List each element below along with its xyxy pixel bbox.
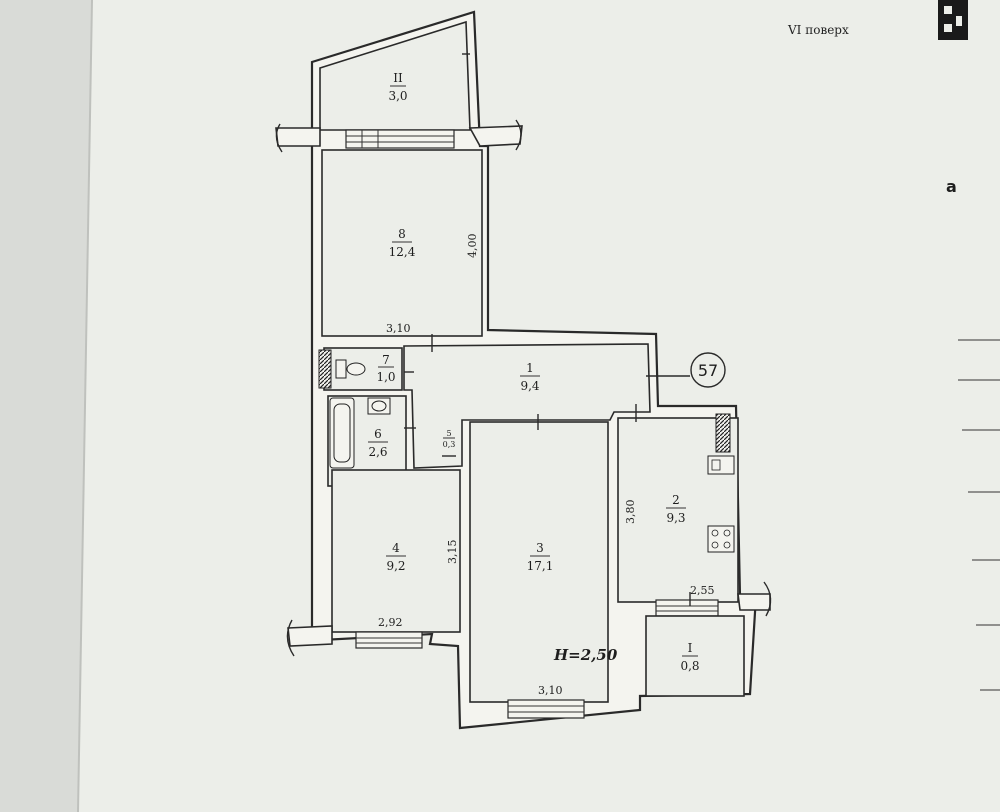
room-area-I: 0,8 (680, 659, 699, 673)
sink-icon (367, 397, 391, 415)
room-id-I: I (688, 641, 693, 655)
room-id-1: 1 (526, 361, 534, 375)
window-room-2 (655, 599, 719, 617)
room-id-5: 5 (446, 429, 451, 438)
dim-room8-width: 3,10 (386, 322, 411, 335)
room-area-3: 17,1 (527, 559, 554, 573)
room-area-4: 9,2 (386, 559, 405, 573)
room-area-6: 2,6 (368, 445, 387, 459)
room-area-7: 1,0 (376, 370, 395, 384)
apartment-plan: 57 II 3,0 8 12,4 7 1,0 1 9,4 6 2,6 5 (275, 10, 772, 730)
room-area-2: 9,3 (666, 511, 685, 525)
room-id-2: 2 (672, 493, 680, 507)
room-8 (321, 149, 483, 337)
left-page (0, 0, 92, 812)
break-mark-right-bottom (763, 581, 772, 617)
room-area-8: 12,4 (389, 245, 416, 259)
break-mark-right-top (515, 119, 522, 151)
break-mark-left-top (275, 123, 283, 153)
dim-room2-width: 2,55 (690, 584, 715, 597)
window-room-3 (507, 699, 585, 719)
room-label-3: 3 17,1 (527, 541, 554, 573)
room-area-II: 3,0 (388, 89, 407, 103)
room-label-1: 1 9,4 (520, 361, 540, 393)
room-id-6: 6 (374, 427, 382, 441)
room-label-8: 8 12,4 (389, 227, 416, 259)
break-mark-left-bottom (286, 619, 295, 657)
wall-stub-left-top (275, 127, 321, 147)
apartment-number-marker (690, 352, 726, 388)
floor-label: VI поверх (787, 23, 849, 37)
room-label-I: I 0,8 (680, 641, 699, 673)
dim-room3-width: 3,10 (538, 684, 563, 697)
vent-shaft-kitchen (715, 413, 731, 453)
wall-stub-right-top (468, 125, 523, 147)
room-label-5: 5 0,3 (443, 429, 456, 449)
room-id-4: 4 (392, 541, 400, 555)
room-balcony-II (319, 20, 471, 131)
apartment-number: 57 (698, 361, 718, 380)
wall-stub-right-bottom (737, 593, 771, 611)
room-id-8: 8 (398, 227, 406, 241)
page-fold (77, 0, 93, 812)
page-corner-marks (938, 0, 1000, 691)
kitchen-sink-icon (707, 455, 735, 475)
dim-room2-height: 3,80 (624, 500, 637, 525)
bathtub-icon (329, 397, 355, 469)
window-room-4 (355, 631, 423, 649)
ceiling-height: H=2,50 (553, 646, 618, 664)
toilet-icon (335, 359, 366, 379)
dim-room4-width: 2,92 (378, 616, 403, 629)
window-room-8 (345, 129, 455, 149)
vent-shaft-wc (318, 349, 332, 389)
room-label-4: 4 9,2 (386, 541, 406, 573)
room-label-2: 2 9,3 (666, 493, 686, 525)
room-area-5: 0,3 (443, 440, 456, 449)
wall-stub-left-bottom (287, 625, 333, 647)
room-7-wc (323, 347, 403, 391)
dim-room8-height: 4,00 (466, 234, 479, 259)
stove-icon (707, 525, 735, 553)
room-3 (469, 421, 609, 703)
room-area-1: 9,4 (520, 379, 539, 393)
door-ticks (404, 334, 691, 606)
room-label-7: 7 1,0 (376, 353, 395, 384)
side-letter: а (946, 177, 957, 196)
room-id-3: 3 (536, 541, 544, 555)
dim-room4-height: 3,15 (446, 540, 459, 565)
room-id-II: II (393, 71, 403, 85)
room-label-6: 6 2,6 (368, 427, 388, 459)
room-1-corridor (403, 343, 651, 469)
room-id-7: 7 (382, 353, 390, 367)
room-label-II: II 3,0 (388, 71, 407, 103)
